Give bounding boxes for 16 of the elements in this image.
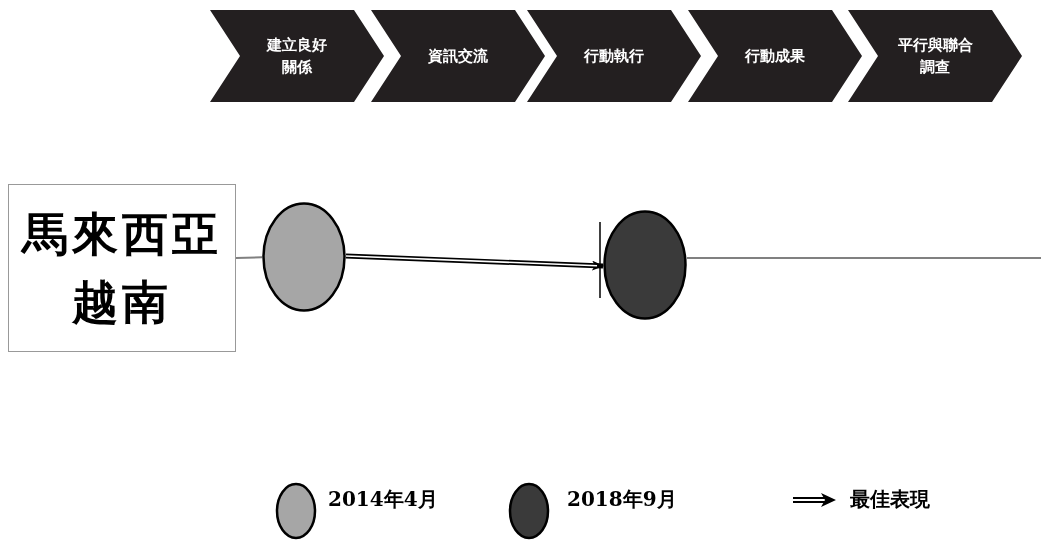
chevron-step: 建立良好關係 xyxy=(210,10,384,102)
connector-line xyxy=(235,256,263,259)
arrow xyxy=(345,253,604,271)
country-name: 馬來西亞 xyxy=(22,206,222,263)
legend-label: 2018年9月 xyxy=(567,486,677,513)
circle-marker xyxy=(262,202,346,312)
chevron-step: 平行與聯合調查 xyxy=(848,10,1022,102)
legend-label: 2014年4月 xyxy=(328,486,438,513)
label-box xyxy=(8,184,236,352)
legend-label: 最佳表現 xyxy=(850,486,930,513)
chevron-step: 行動成果 xyxy=(688,10,862,102)
chevron-step: 資訊交流 xyxy=(371,10,545,102)
country-name: 越南 xyxy=(72,274,172,331)
circle-marker xyxy=(603,210,687,320)
connector-line xyxy=(686,257,1041,259)
chevron-step: 行動執行 xyxy=(527,10,701,102)
